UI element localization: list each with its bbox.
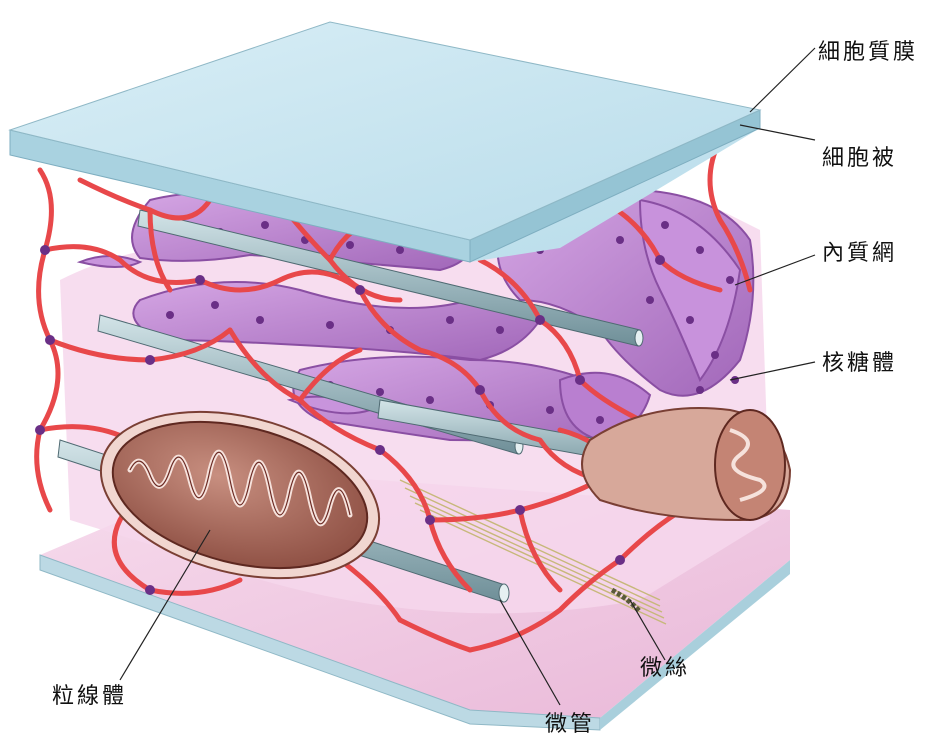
label-ribosome: 核糖體 — [822, 345, 897, 377]
label-microfilament: 微絲 — [640, 650, 690, 682]
label-plasma-membrane: 細胞質膜 — [818, 34, 918, 66]
label-microtubule: 微管 — [545, 706, 595, 738]
label-endoplasmic-reticulum: 內質網 — [822, 235, 897, 267]
label-glycocalyx: 細胞被 — [822, 140, 897, 172]
label-mitochondrion: 粒線體 — [52, 678, 127, 710]
